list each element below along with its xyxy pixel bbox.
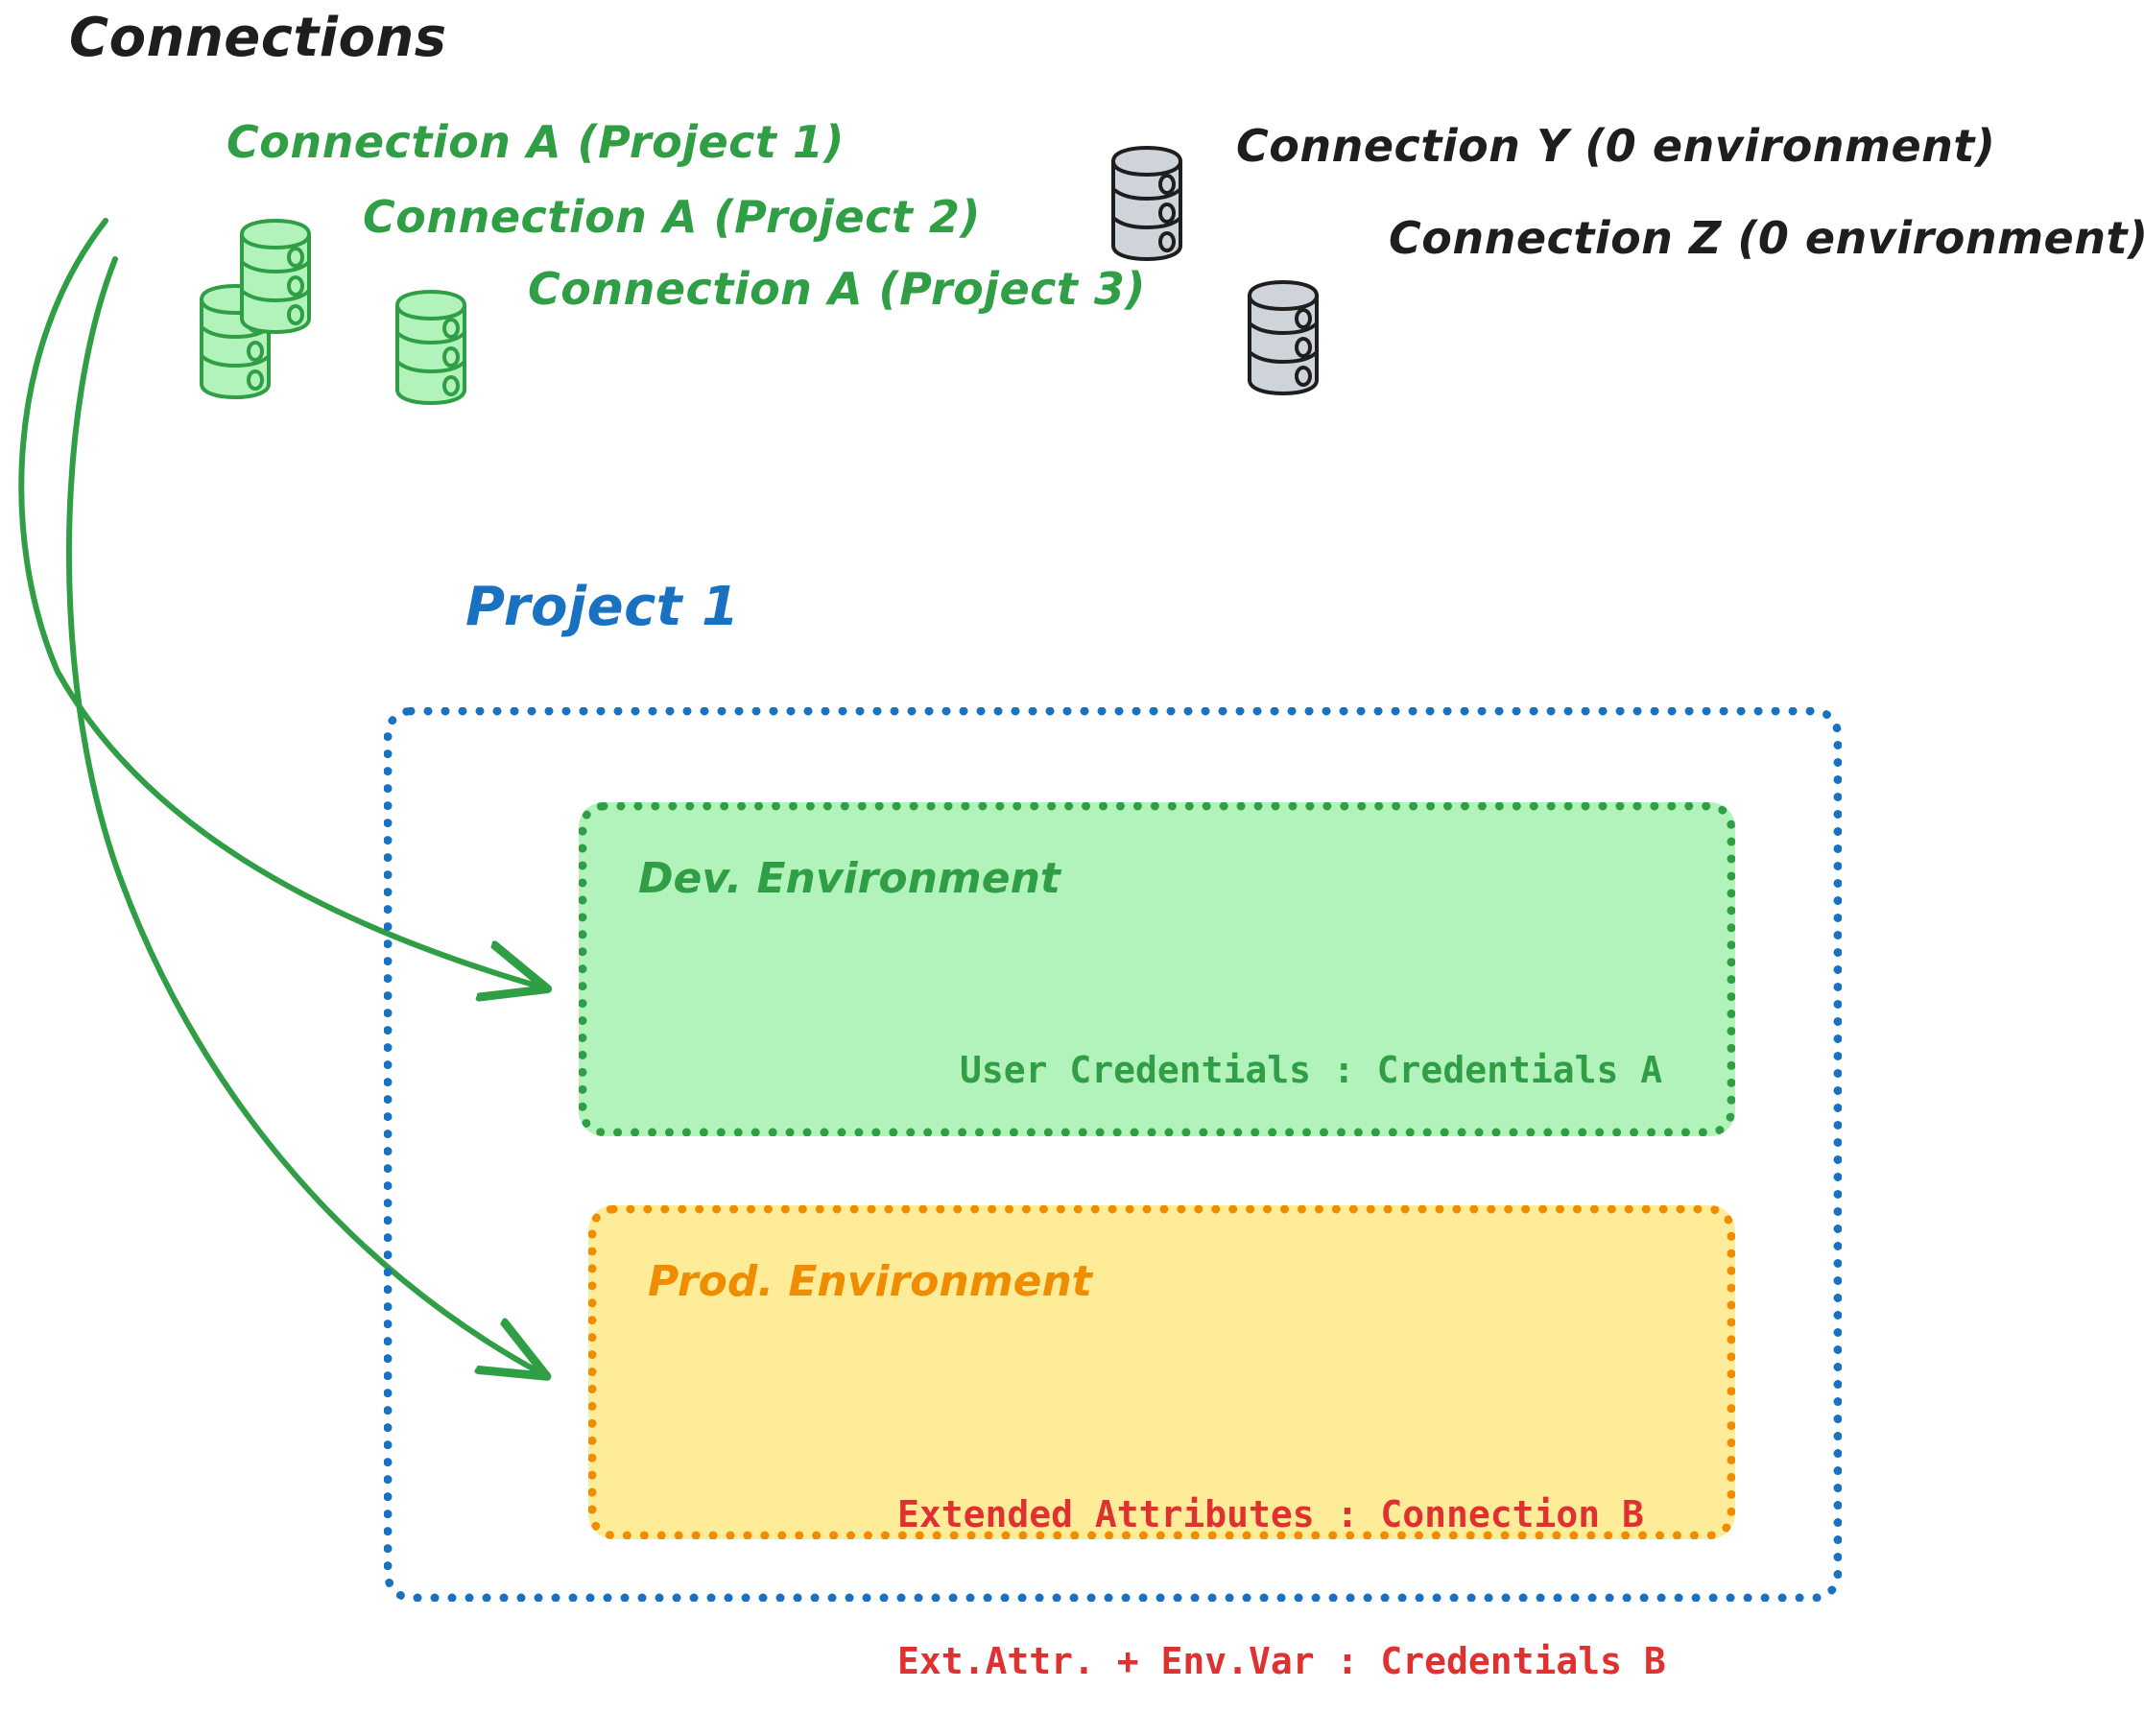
database-icon-connection-z[interactable] xyxy=(1248,280,1319,395)
database-icon-connection-a-project-2[interactable] xyxy=(240,219,311,334)
arrow-to-prod-environment xyxy=(66,256,539,1372)
database-icon-connection-a-project-3[interactable] xyxy=(395,290,466,405)
arrow-to-dev-environment xyxy=(18,218,539,987)
prod-environment-line-2: Ext.Attr. + Env.Var : Credentials B xyxy=(897,1640,1666,1683)
connection-label-a-project-2[interactable]: Connection A (Project 2) xyxy=(363,191,981,243)
diagram-canvas xyxy=(18,146,1319,1623)
dev-environment-credentials-line: User Credentials : Credentials A xyxy=(960,1049,1663,1091)
dev-environment-title: Dev. Environment xyxy=(638,854,1060,903)
database-icon-connection-y[interactable] xyxy=(1111,146,1182,261)
page-title: Connections xyxy=(69,7,447,69)
project-container xyxy=(384,707,1842,1602)
prod-environment-line-1: Extended Attributes : Connection B xyxy=(897,1492,1644,1535)
connection-label-a-project-1[interactable]: Connection A (Project 1) xyxy=(226,116,845,168)
connection-label-y[interactable]: Connection Y (0 environment) xyxy=(1236,120,1996,172)
connection-label-z[interactable]: Connection Z (0 environment) xyxy=(1389,212,2144,264)
project-title: Project 1 xyxy=(465,576,740,638)
connection-label-a-project-3[interactable]: Connection A (Project 3) xyxy=(528,263,1146,315)
dev-environment-box[interactable] xyxy=(579,802,1735,1136)
prod-environment-box[interactable] xyxy=(588,1205,1735,1539)
prod-environment-attribute-lines: Extended Attributes : Connection B Ext.A… xyxy=(897,1391,1666,1736)
prod-environment-title: Prod. Environment xyxy=(648,1257,1092,1306)
